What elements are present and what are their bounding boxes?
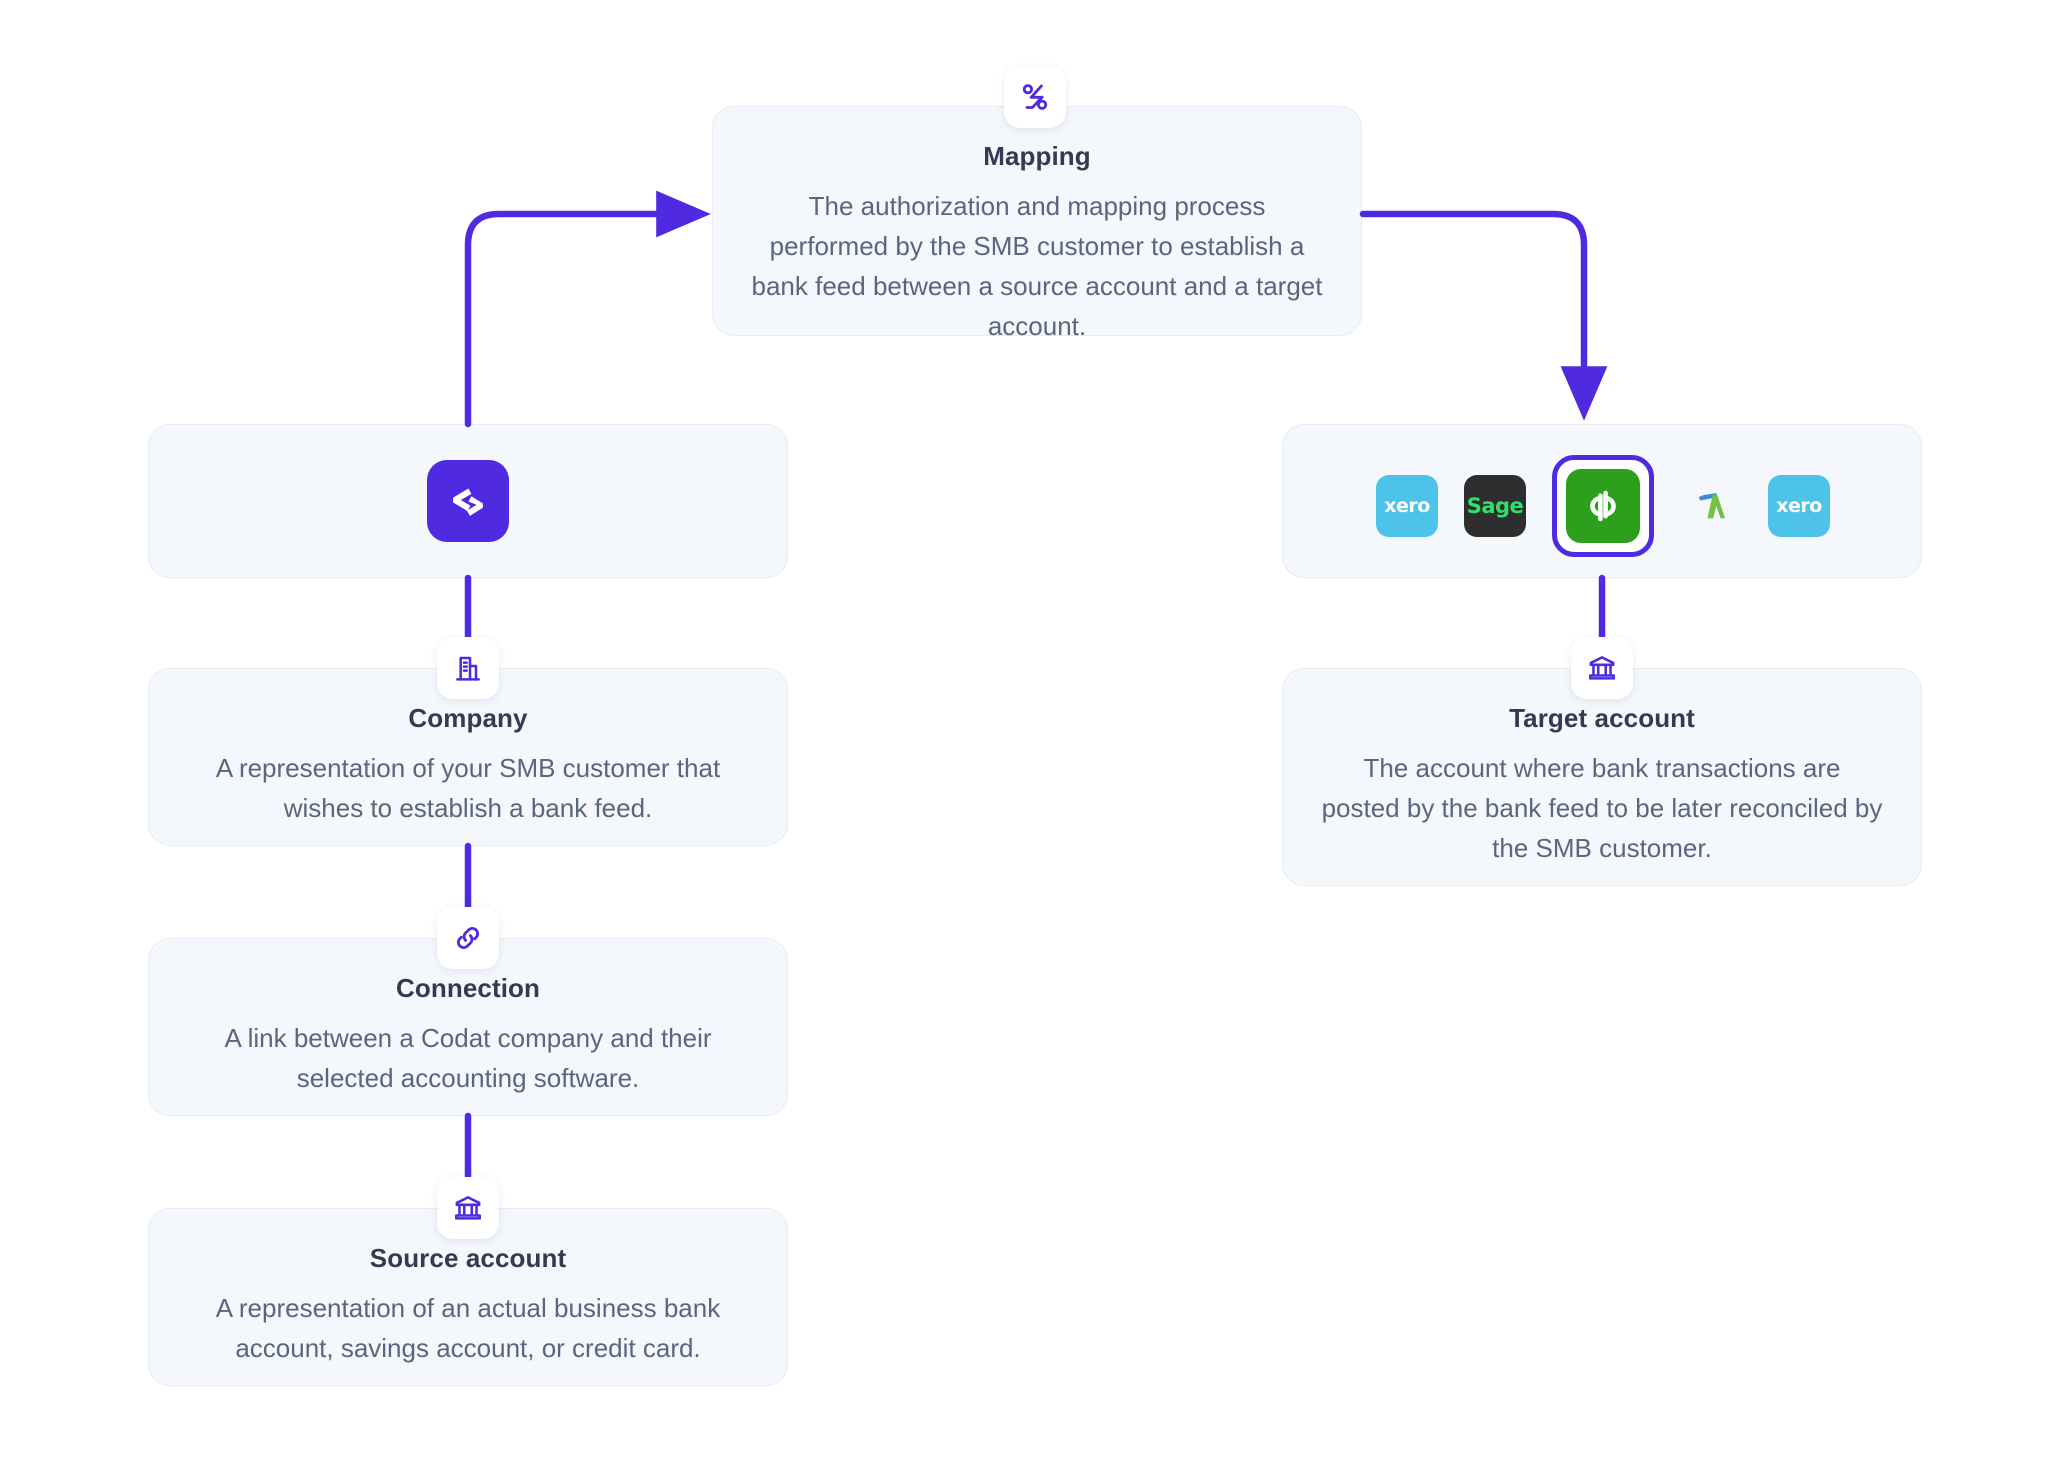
connector-codat-to-mapping xyxy=(464,190,711,428)
codat-logo-icon xyxy=(427,460,509,542)
card-connection-description: A link between a Codat company and their… xyxy=(224,1023,712,1093)
bank-icon-target xyxy=(1571,637,1633,699)
card-source-account-description: A representation of an actual business b… xyxy=(215,1293,721,1363)
card-source-account-title: Source account xyxy=(369,1243,567,1273)
card-connection-title: Connection xyxy=(396,973,540,1003)
card-company-title: Company xyxy=(408,703,528,733)
card-target-account-description: The account where bank transactions are … xyxy=(1321,753,1883,863)
xero-logo-icon[interactable]: xero xyxy=(1376,475,1438,537)
card-target-account: Target account The account where bank tr… xyxy=(1282,668,1922,886)
quickbooks-logo-selected[interactable] xyxy=(1552,455,1654,557)
sage-logo-icon[interactable]: Sage xyxy=(1464,475,1526,537)
link-icon xyxy=(437,907,499,969)
card-mapping-description: The authorization and mapping process pe… xyxy=(751,191,1323,341)
mapping-percent-icon xyxy=(1004,66,1066,128)
card-company-description: A representation of your SMB customer th… xyxy=(215,753,721,823)
card-target-account-title: Target account xyxy=(1509,703,1695,733)
freeagent-logo-icon[interactable] xyxy=(1680,475,1742,537)
card-mapping-title: Mapping xyxy=(983,141,1091,171)
software-logo-row: xero Sage xero xyxy=(1376,455,1830,557)
sage-wordmark: Sage xyxy=(1466,494,1524,518)
xero-wordmark-2: xero xyxy=(1776,495,1822,517)
card-mapping: Mapping The authorization and mapping pr… xyxy=(712,106,1362,341)
bank-icon xyxy=(437,1177,499,1239)
connector-mapping-to-picker xyxy=(1359,210,1608,421)
quickbooks-logo-icon xyxy=(1566,469,1640,543)
xero-wordmark: xero xyxy=(1384,495,1430,517)
xero-logo-icon-2[interactable]: xero xyxy=(1768,475,1830,537)
building-icon xyxy=(437,637,499,699)
